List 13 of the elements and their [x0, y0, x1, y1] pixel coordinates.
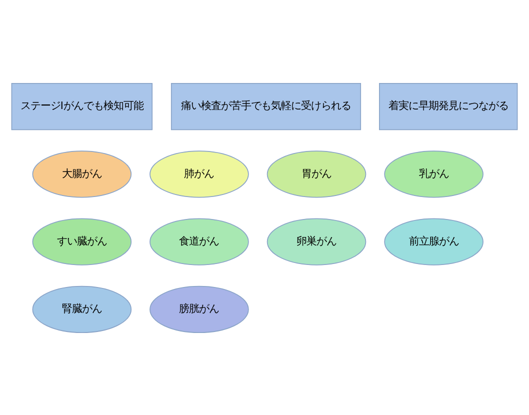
node-ellipse: 食道がん: [150, 218, 249, 265]
node-box: ステージⅠがんでも検知可能: [11, 82, 153, 130]
node-ellipse: 前立腺がん: [384, 218, 484, 265]
node-ellipse: 乳がん: [384, 150, 484, 198]
node-box: 痛い検査が苦手でも気軽に受けられる: [170, 82, 362, 130]
node-ellipse: 卵巣がん: [266, 218, 366, 265]
node-ellipse: 肺がん: [150, 150, 249, 198]
node-ellipse: 腎臓がん: [32, 285, 132, 332]
node-ellipse: 大腸がん: [32, 150, 132, 198]
node-box: 着実に早期発見につながる: [379, 82, 518, 130]
node-ellipse: 胃がん: [266, 150, 366, 198]
node-ellipse: 膀胱がん: [150, 285, 249, 332]
node-ellipse: すい臓がん: [32, 218, 132, 265]
